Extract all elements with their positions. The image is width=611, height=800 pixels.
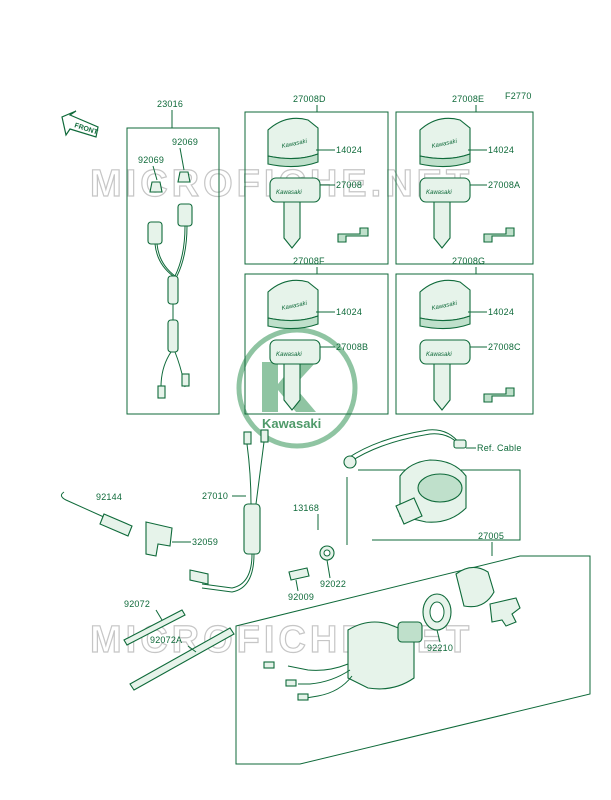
box-27008F: [244, 273, 389, 415]
label-27010: 27010: [202, 491, 228, 501]
key-27008E: Kawasaki Kawasaki: [419, 117, 515, 249]
svg-text:Kawasaki: Kawasaki: [431, 139, 458, 150]
harness-23016: [147, 171, 193, 399]
label-27008: 27008: [336, 180, 362, 190]
label-27005: 27005: [478, 531, 504, 541]
label-92022: 92022: [320, 579, 346, 589]
label-27008B: 27008B: [336, 342, 368, 352]
box-27008D: [244, 111, 389, 265]
label-27008E: 27008E: [452, 94, 484, 104]
logo-text: Kawasaki: [262, 416, 321, 431]
label-92210: 92210: [427, 643, 453, 653]
svg-text:Kawasaki: Kawasaki: [281, 301, 308, 312]
label-14024-a: 14024: [336, 145, 362, 155]
choke-cable: [343, 429, 467, 469]
key-27008F: Kawasaki Kawasaki: [267, 279, 321, 411]
label-27008F: 27008F: [293, 256, 325, 266]
label-27008D: 27008D: [293, 94, 326, 104]
label-92144: 92144: [96, 492, 122, 502]
label-14024-c: 14024: [336, 307, 362, 317]
front-arrow-icon: FRONT: [61, 110, 99, 138]
box-27008G: [395, 273, 534, 415]
box-27008E: [395, 111, 534, 265]
label-13168: 13168: [293, 503, 319, 513]
switch-27005: [263, 566, 521, 701]
label-92069-b: 92069: [138, 155, 164, 165]
cable-ties: [123, 609, 235, 691]
box-27005: [235, 555, 591, 765]
svg-text:Kawasaki: Kawasaki: [276, 352, 302, 358]
label-27008C: 27008C: [488, 342, 521, 352]
bracket-32059: [145, 521, 173, 557]
key-brand-text: Kawasaki: [281, 139, 308, 150]
key-27008G: Kawasaki Kawasaki: [419, 279, 515, 411]
svg-text:Kawasaki: Kawasaki: [276, 190, 302, 196]
label-92009: 92009: [288, 592, 314, 602]
label-23016: 23016: [157, 99, 183, 109]
label-92069-a: 92069: [172, 137, 198, 147]
svg-text:Kawasaki: Kawasaki: [426, 190, 452, 196]
label-27008G: 27008G: [452, 256, 485, 266]
svg-text:Kawasaki: Kawasaki: [426, 352, 452, 358]
switch-13168: [346, 459, 521, 545]
label-14024-d: 14024: [488, 307, 514, 317]
label-ref-cable: Ref. Cable: [477, 443, 522, 453]
label-14024-b: 14024: [488, 145, 514, 155]
pin-92144: [60, 491, 133, 537]
box-23016: [126, 127, 220, 415]
label-92072A: 92072A: [150, 635, 182, 645]
lead-27010: [189, 429, 269, 593]
label-32059: 32059: [192, 537, 218, 547]
label-27008A: 27008A: [488, 180, 520, 190]
svg-text:Kawasaki: Kawasaki: [431, 301, 458, 312]
key-27008D: Kawasaki Kawasaki: [267, 117, 369, 249]
label-92072: 92072: [124, 599, 150, 609]
figure-code: F2770: [505, 91, 532, 101]
